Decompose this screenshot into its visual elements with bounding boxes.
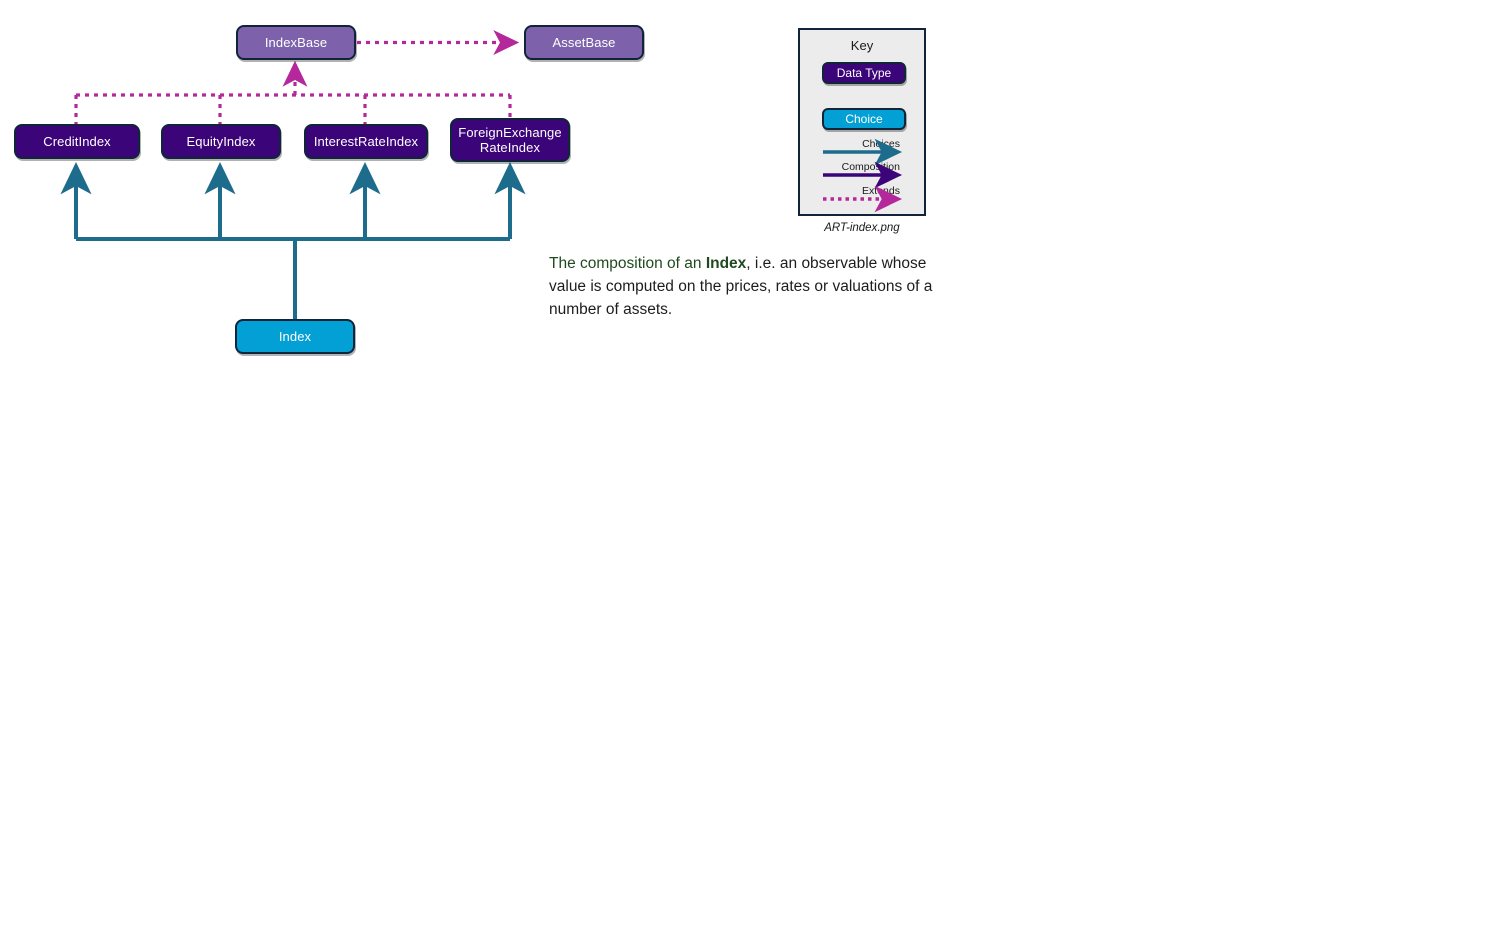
description-rest: , i.e. an observable whose value is comp… <box>549 255 933 318</box>
node-indexbase-label: IndexBase <box>264 35 328 50</box>
edge-choices-bus <box>60 161 526 319</box>
node-creditindex-label: CreditIndex <box>43 134 111 149</box>
description-lead: The composition of an <box>549 255 706 272</box>
key-choice-swatch: Choice <box>822 108 906 130</box>
node-index-label: Index <box>278 329 312 344</box>
node-foreignexchangerateindex-label-line1: ForeignExchange <box>458 125 562 140</box>
node-interestrateindex[interactable]: InterestRateIndex <box>304 124 428 159</box>
node-assetbase[interactable]: AssetBase <box>524 25 644 60</box>
node-assetbase-label: AssetBase <box>552 35 616 50</box>
node-indexbase[interactable]: IndexBase <box>236 25 356 60</box>
edge-extends-bus <box>74 60 512 124</box>
node-foreignexchangerateindex-label-line2: RateIndex <box>479 140 541 155</box>
key-caption: ART-index.png <box>824 222 900 234</box>
key-title: Key <box>850 38 874 53</box>
node-index[interactable]: Index <box>235 319 355 354</box>
key-datatype-label: Data Type <box>836 66 892 80</box>
key-legend-arrows <box>823 138 903 213</box>
node-interestrateindex-label: InterestRateIndex <box>313 134 419 149</box>
key-datatype-swatch: Data Type <box>822 62 906 84</box>
node-creditindex[interactable]: CreditIndex <box>14 124 140 159</box>
key-choice-label: Choice <box>845 112 883 126</box>
description-text: The composition of an Index, i.e. an obs… <box>549 252 934 321</box>
key-panel: Key Data Type Choice Choices Composition… <box>798 28 926 216</box>
node-equityindex[interactable]: EquityIndex <box>161 124 281 159</box>
node-foreignexchangerateindex[interactable]: ForeignExchange RateIndex <box>450 118 570 162</box>
description-emphasis: Index <box>705 255 747 272</box>
node-equityindex-label: EquityIndex <box>186 134 256 149</box>
